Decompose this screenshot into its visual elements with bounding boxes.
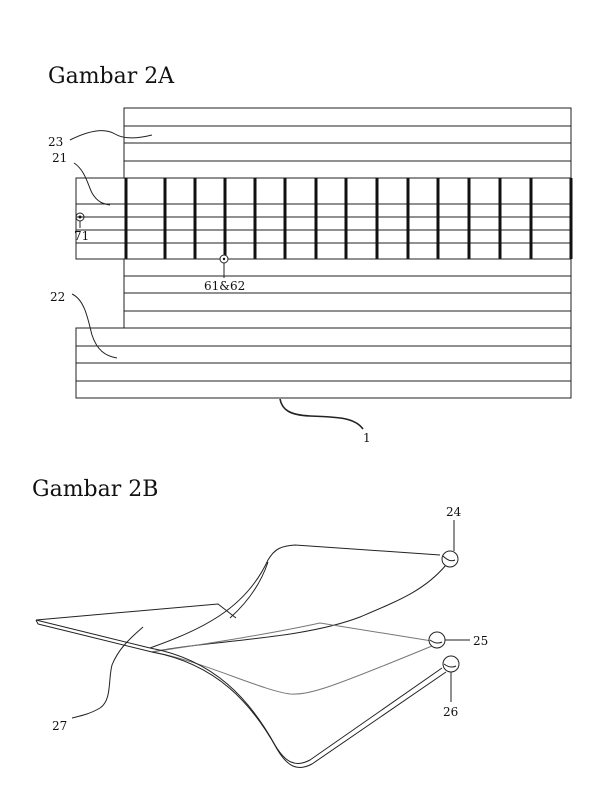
strip-top [123, 107, 572, 179]
strip-lower-upper [123, 258, 572, 329]
figure-2a: Gambar 2A [48, 64, 573, 445]
leader-27 [71, 626, 144, 719]
label-25: 25 [473, 634, 488, 648]
curl-end-25 [428, 631, 470, 649]
label-26: 26 [443, 705, 458, 719]
label-23: 23 [48, 135, 63, 149]
leader-23 [69, 130, 153, 141]
leader-21 [73, 162, 111, 206]
lower-curl-sheet [149, 647, 447, 768]
figure-2b: Gambar 2B 24 [32, 477, 488, 768]
leader-22 [71, 293, 118, 359]
label-71: 71 [74, 229, 89, 243]
label-22: 22 [50, 290, 65, 304]
label-1: 1 [363, 431, 371, 445]
curl-end-26 [442, 655, 460, 702]
strip-middle [75, 177, 572, 260]
vertical-bars [124, 178, 573, 259]
leader-1 [279, 398, 364, 430]
strip-bottom [75, 327, 572, 399]
label-27: 27 [52, 719, 67, 733]
small-circle-marker [219, 254, 229, 278]
figure-2a-title: Gambar 2A [48, 64, 175, 89]
label-21: 21 [52, 151, 67, 165]
label-61-62: 61&62 [204, 279, 245, 293]
figure-2b-title: Gambar 2B [32, 477, 158, 502]
curl-end-24 [441, 520, 459, 568]
flat-sheet [35, 603, 237, 653]
dot-marker [75, 212, 85, 228]
label-24: 24 [446, 505, 462, 519]
